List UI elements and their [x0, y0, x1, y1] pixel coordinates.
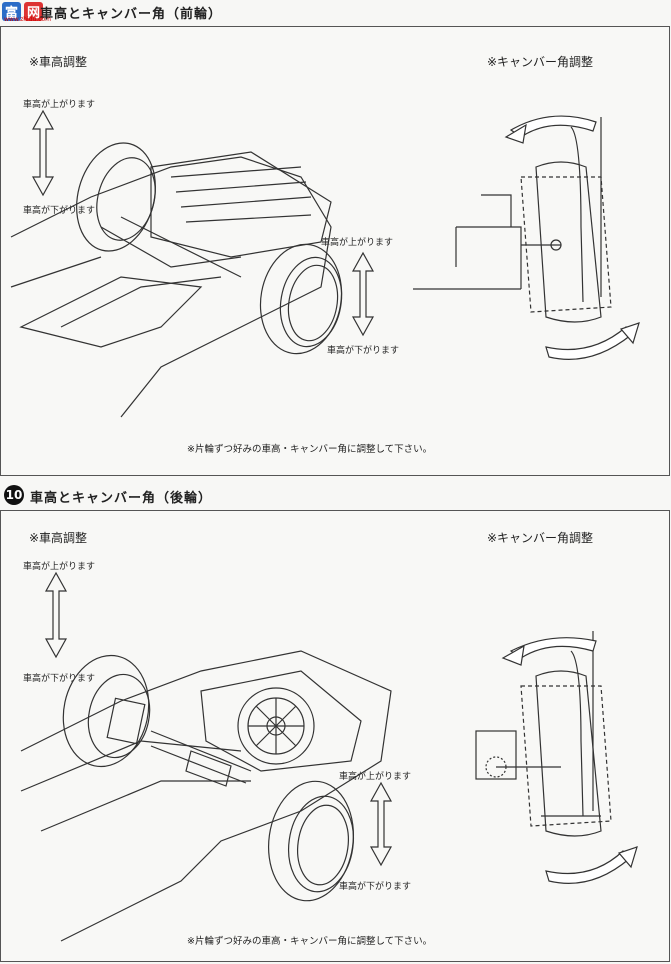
section2-down-text-left: 車高が下がります: [23, 674, 96, 684]
section2-title: 車高とキャンバー角（後輪）: [30, 491, 213, 506]
watermark-logo: 富 网 www.zhidu.com: [2, 2, 62, 23]
section2-panel: ※車高調整 ※キャンバー角調整 車高が上がります 車高が下がります 車高が上がり…: [0, 510, 670, 962]
section2-down-text-right: 車高が下がります: [339, 882, 412, 892]
section1-up-text-left: 車高が上がります: [23, 100, 96, 110]
logo-url: www.zhidu.com: [4, 16, 52, 23]
height-arrow-icon: [351, 251, 375, 337]
logo-char-b: 网: [24, 2, 44, 21]
section1-title: 車高とキャンバー角（前輪）: [40, 7, 223, 22]
step-number-badge: 10: [4, 485, 24, 505]
section1-up-text-right: 車高が上がります: [321, 238, 394, 248]
section2-ride-height-label: ※車高調整: [29, 531, 88, 545]
logo-char-a: 富: [2, 2, 22, 21]
section2-header: 10 車高とキャンバー角（後輪）: [0, 484, 671, 508]
section1-down-text-left: 車高が下がります: [23, 206, 96, 216]
section2-note: ※片輪ずつ好みの車高・キャンバー角に調整して下さい。: [187, 936, 433, 947]
section1-front-chassis-illustration: [10, 109, 640, 418]
section1-camber-label: ※キャンバー角調整: [487, 55, 594, 69]
section1-down-text-right: 車高が下がります: [327, 346, 400, 356]
height-arrow-icon: [369, 781, 393, 867]
section1-note: ※片輪ずつ好みの車高・キャンバー角に調整して下さい。: [187, 444, 433, 455]
section1-ride-height-label: ※車高調整: [29, 55, 88, 69]
section2-rear-chassis-illustration: [20, 571, 638, 942]
section1-header: 富 网 www.zhidu.com 車高とキャンバー角（前輪）: [0, 0, 671, 24]
height-arrow-icon: [31, 109, 55, 197]
height-arrow-icon: [44, 571, 68, 659]
section2-camber-label: ※キャンバー角調整: [487, 531, 594, 545]
section1-panel: ※車高調整 ※キャンバー角調整 車高が上がります 車高が下がります 車高が上がり…: [0, 26, 670, 476]
section2-up-text-left: 車高が上がります: [23, 562, 96, 572]
section2-up-text-right: 車高が上がります: [339, 772, 412, 782]
